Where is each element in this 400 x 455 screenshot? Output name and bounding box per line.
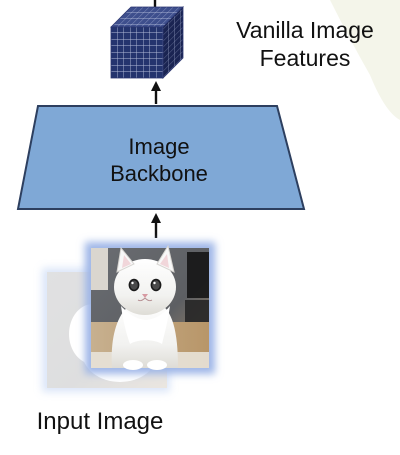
backbone-to-features-arrow <box>151 81 161 104</box>
image-backbone-block <box>16 105 306 210</box>
input-image-label: Input Image <box>36 408 164 435</box>
backbone-label-line-2: Backbone <box>110 161 208 187</box>
features-label-line-2: Features <box>259 45 351 72</box>
input-to-backbone-arrow <box>151 213 161 238</box>
backbone-label-line-1: Image <box>128 134 190 159</box>
background-wedge <box>330 0 400 120</box>
image-backbone-label: Image Backbone <box>105 133 213 187</box>
feature-cube-icon <box>110 6 184 79</box>
vanilla-image-features-label: Vanilla Image Features <box>228 16 382 73</box>
features-label-line-1: Vanilla Image <box>236 17 374 43</box>
cat-image-icon <box>85 242 215 374</box>
